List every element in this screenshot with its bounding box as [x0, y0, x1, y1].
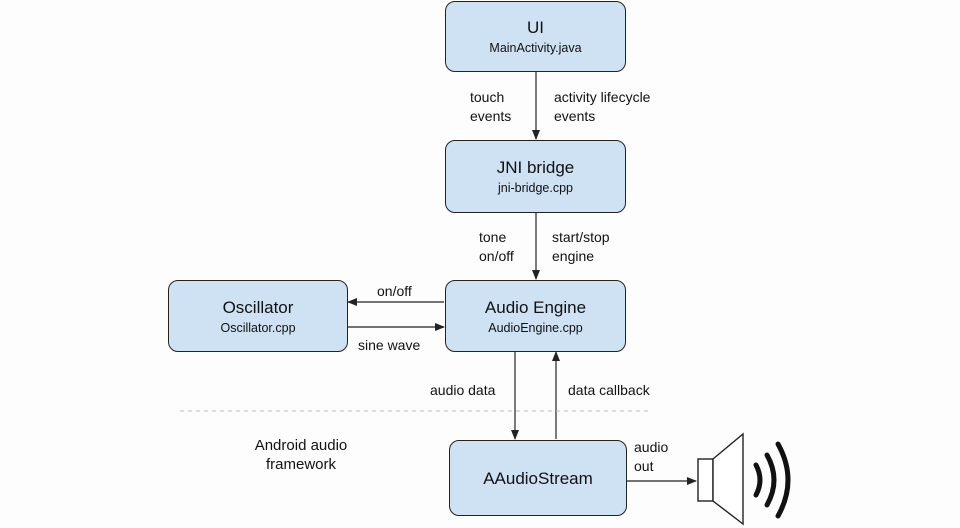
- label-sine-wave: sine wave: [358, 337, 421, 353]
- ui-box-subtitle: MainActivity.java: [489, 41, 582, 55]
- jni-bridge-box-subtitle: jni-bridge.cpp: [497, 181, 574, 195]
- audio-engine-box-title: Audio Engine: [484, 297, 587, 317]
- label-tone-onoff: tone on/off: [479, 229, 514, 264]
- speaker-icon: [697, 432, 791, 526]
- oscillator-box: Oscillator Oscillator.cpp: [168, 280, 348, 352]
- label-audio-data: audio data: [430, 382, 496, 398]
- label-start-stop-engine: start/stop engine: [552, 229, 610, 264]
- audio-engine-box-subtitle: AudioEngine.cpp: [488, 320, 583, 335]
- ui-box-title: UI: [527, 18, 544, 37]
- label-touch-events: touch events: [470, 89, 512, 124]
- label-audio-out: audio out: [634, 439, 669, 474]
- jni-bridge-box: JNI bridge jni-bridge.cpp: [445, 140, 626, 213]
- label-activity-lifecycle: activity lifecycle events: [554, 89, 651, 124]
- oscillator-box-title: Oscillator: [222, 297, 294, 317]
- label-data-callback: data callback: [568, 382, 650, 398]
- audio-engine-box: Audio Engine AudioEngine.cpp: [445, 280, 626, 352]
- aaudiostream-box-title: AAudioStream: [483, 468, 593, 488]
- aaudiostream-box: AAudioStream: [449, 440, 627, 516]
- oscillator-box-subtitle: Oscillator.cpp: [220, 320, 296, 335]
- label-android-audio-framework: Android audio framework: [254, 437, 348, 473]
- label-on-off: on/off: [377, 283, 412, 299]
- ui-box: UI MainActivity.java: [445, 1, 626, 72]
- jni-bridge-box-title: JNI bridge: [496, 158, 575, 177]
